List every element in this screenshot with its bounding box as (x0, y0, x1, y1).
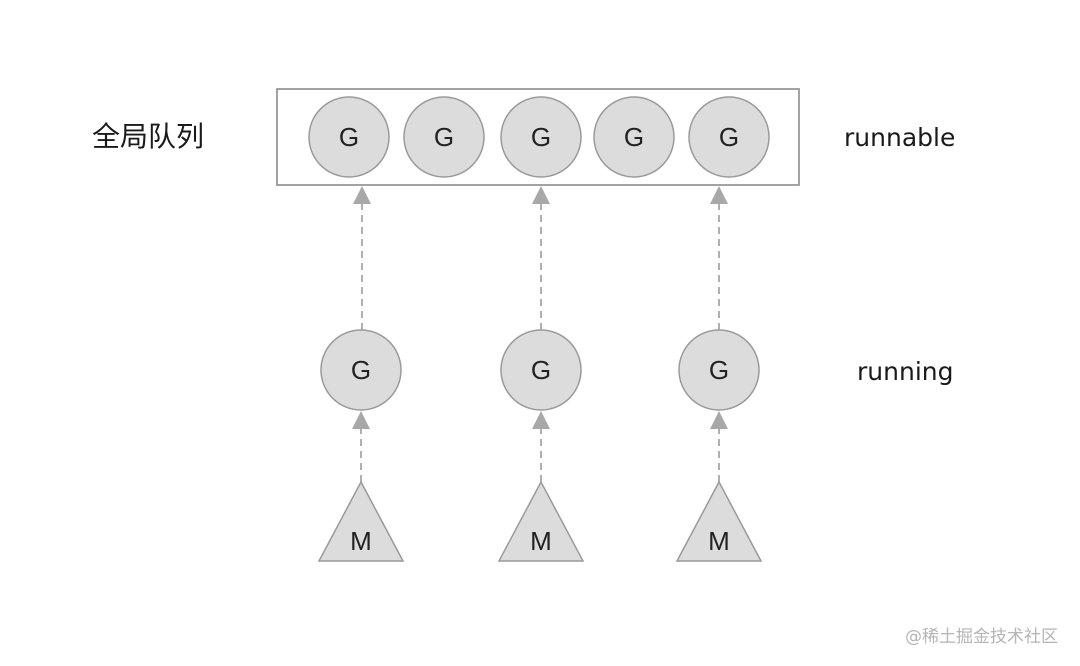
machine-triangle (497, 480, 585, 562)
machine-node: M (317, 480, 405, 562)
queue-goroutine-circle (500, 96, 582, 178)
queue-goroutine-label: G (624, 122, 644, 152)
running-label: running (857, 357, 953, 386)
queue-goroutine: G (688, 96, 770, 178)
running-goroutine-label: G (351, 355, 371, 385)
global-queue-label: 全局队列 (92, 120, 204, 153)
running-goroutine-circle (500, 329, 582, 411)
queue-goroutine: G (500, 96, 582, 178)
running-goroutine-label: G (709, 355, 729, 385)
watermark-text: @稀土掘金技术社区 (905, 627, 1058, 647)
running-goroutine: G (500, 329, 582, 411)
runnable-label: runnable (844, 123, 955, 152)
queue-goroutine-label: G (434, 122, 454, 152)
queue-goroutine-circle (403, 96, 485, 178)
machine-triangle (317, 480, 405, 562)
machine-label: M (530, 526, 552, 556)
machine-node: M (675, 480, 763, 562)
running-goroutine-circle (320, 329, 402, 411)
running-goroutine-circle (678, 329, 760, 411)
machine-label: M (350, 526, 372, 556)
queue-goroutine-label: G (339, 122, 359, 152)
running-goroutine: G (320, 329, 402, 411)
machine-label: M (708, 526, 730, 556)
machine-triangle (675, 480, 763, 562)
machine-node: M (497, 480, 585, 562)
queue-goroutine-label: G (719, 122, 739, 152)
queue-goroutine-circle (688, 96, 770, 178)
running-goroutine-label: G (531, 355, 551, 385)
queue-goroutine: G (593, 96, 675, 178)
queue-goroutine: G (308, 96, 390, 178)
queue-goroutine: G (403, 96, 485, 178)
queue-goroutine-circle (593, 96, 675, 178)
running-goroutine: G (678, 329, 760, 411)
queue-goroutine-circle (308, 96, 390, 178)
queue-goroutine-label: G (531, 122, 551, 152)
